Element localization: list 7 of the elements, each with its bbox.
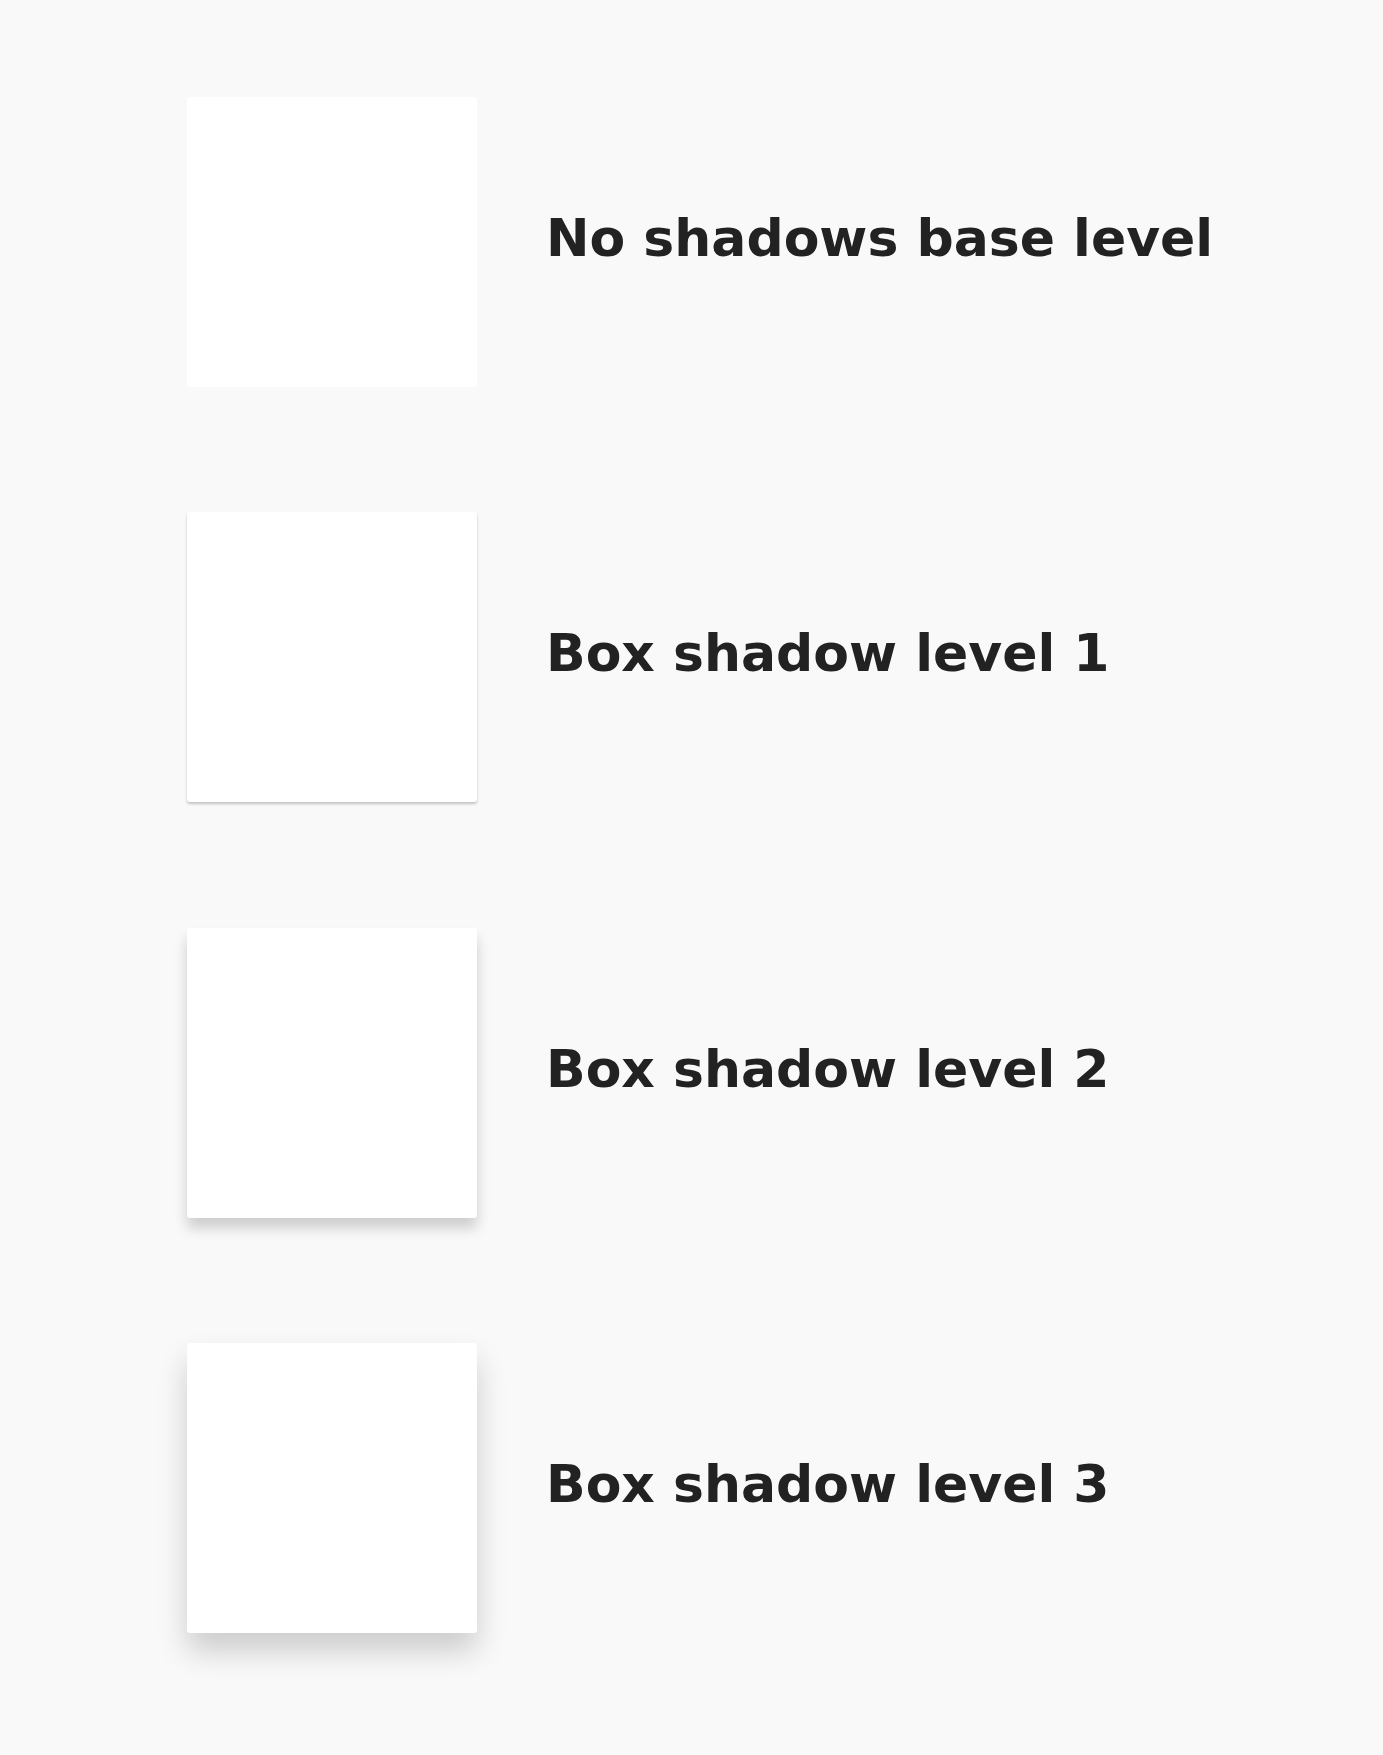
level-label: No shadows base level xyxy=(546,212,1214,264)
level-label: Box shadow level 2 xyxy=(546,1043,1110,1095)
level-label: Box shadow level 3 xyxy=(546,1458,1110,1510)
card-with-shadow xyxy=(187,928,477,1218)
level-label: Box shadow level 1 xyxy=(546,627,1110,679)
card-with-shadow xyxy=(187,512,477,802)
card-with-shadow xyxy=(187,1343,477,1633)
